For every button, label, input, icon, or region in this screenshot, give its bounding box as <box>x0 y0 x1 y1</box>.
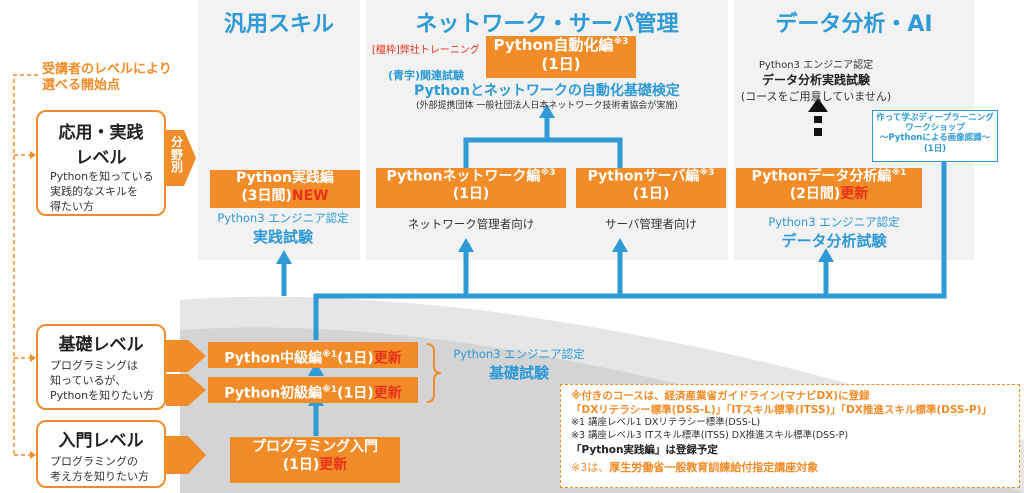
course-network-days: (1日) <box>452 186 490 203</box>
course-data[interactable]: Pythonデータ分析編※1 (2日間)更新 <box>736 168 922 208</box>
level-intro-desc-1: プログラミングの <box>50 455 138 468</box>
exam-basic: Python3 エンジニア認定 基礎試験 <box>444 346 594 383</box>
deep-learning-line2: ワークショップ <box>905 123 965 134</box>
caption-server: サーバ管理者向け <box>605 217 697 231</box>
exam-data-line2: データ分析試験 <box>781 232 887 250</box>
exam-ml-line3: (コースをご用意していません) <box>740 90 892 103</box>
course-practice[interactable]: Python実践編 (3日間)NEW <box>210 170 360 208</box>
course-intermediate-days: (1日) <box>337 350 374 367</box>
exam-ml-line1: Python3 エンジニア認定 <box>758 60 874 71</box>
course-data-days: (2日間) <box>789 186 841 203</box>
level-intro-desc: プログラミングの 考え方を知りたい方 <box>50 455 164 485</box>
automation-tag-2: (青字)関連試験 <box>388 69 465 82</box>
updated-badge: 更新 <box>373 350 402 367</box>
deep-learning-line4: (1日) <box>923 143 947 154</box>
deep-learning-workshop[interactable]: 作って学ぶディープラーニング ワークショップ ～Pythonによる画像認識～ (… <box>872 110 998 162</box>
exam-practice: Python3 エンジニア認定 実践試験 <box>198 210 368 247</box>
course-server-days: (1日) <box>632 186 670 203</box>
course-data-name: Pythonデータ分析編 <box>751 168 892 185</box>
column-title-data: データ分析・AI <box>775 12 933 37</box>
course-practice-name: Python実践編 <box>236 170 334 186</box>
course-automation[interactable]: Python自動化編※3 (1日) <box>486 36 636 78</box>
course-automation-days: (1日) <box>541 54 581 73</box>
start-point-label: 受講者のレベルにより 選べる開始点 <box>42 62 172 95</box>
course-network-name: Pythonネットワーク編 <box>386 168 541 185</box>
exam-basic-line1: Python3 エンジニア認定 <box>453 347 585 361</box>
level-basic-desc-3: Pythonを知りたい方 <box>50 388 155 402</box>
column-title-network: ネットワーク・サーバ管理 <box>415 12 679 37</box>
updated-badge: 更新 <box>840 186 869 203</box>
level-advanced-title-2: レベル <box>75 148 127 168</box>
level-intro-desc-2: 考え方を知りたい方 <box>50 469 149 483</box>
note-line6: ※3は、厚生労働省一般教育訓練給付指定講座対象 <box>571 461 1009 476</box>
start-label-line2: 選べる開始点 <box>42 78 121 94</box>
course-intermediate-name: Python中級編 <box>224 350 323 367</box>
course-server-name: Pythonサーバ編 <box>587 168 700 185</box>
course-beginner-name: Python初級編 <box>224 385 323 402</box>
course-intermediate-sup: ※1 <box>322 350 338 360</box>
course-automation-name: Python自動化編 <box>493 36 614 54</box>
deep-learning-line3: ～Pythonによる画像認識～ <box>879 133 991 144</box>
exam-data-line1: Python3 エンジニア認定 <box>768 215 900 229</box>
note-line1: ※付きのコースは、経済産業省ガイドライン(マナビDX)に登録 <box>571 390 870 402</box>
note-line6-highlight: 厚生労働省一般教育訓練給付指定講座対象 <box>609 461 819 475</box>
exam-practice-line1: Python3 エンジニア認定 <box>217 211 349 225</box>
course-server[interactable]: Pythonサーバ編※3 (1日) <box>576 168 726 208</box>
level-basic-desc: プログラミングは 知っているが、 Pythonを知りたい方 <box>50 359 164 404</box>
level-advanced: 応用・実践 レベル Pythonを知っている 実践的なスキルを 得たい方 <box>36 110 166 216</box>
level-connector-dashed <box>13 74 38 459</box>
course-network-sup: ※3 <box>540 168 556 178</box>
updated-badge: 更新 <box>319 456 348 473</box>
course-intermediate[interactable]: Python中級編※1(1日)更新 <box>208 342 418 368</box>
field-tag: 分野別 <box>170 135 183 175</box>
level-basic: 基礎レベル プログラミングは 知っているが、 Pythonを知りたい方 <box>36 324 166 410</box>
course-practice-days: (3日間) <box>241 187 292 204</box>
course-data-sup: ※1 <box>891 168 907 178</box>
note-line5: 「Python実践編」は登録予定 <box>571 443 718 456</box>
note-line3: ※1 講座レベル1 DXリテラシー標準(DSS-L) <box>571 417 761 429</box>
course-beginner[interactable]: Python初級編※1(1日)更新 <box>208 377 418 403</box>
note-line4: ※3 講座レベル3 ITスキル標準(ITSS) DX推進スキル標準(DSS-P) <box>571 430 849 442</box>
deep-learning-line1: 作って学ぶディープラーニング <box>876 113 994 123</box>
level-arrows <box>166 130 206 474</box>
exam-basic-line2: 基礎試験 <box>488 364 549 382</box>
updated-badge: 更新 <box>373 385 402 402</box>
level-advanced-desc-1: Pythonを知っている <box>50 170 154 183</box>
automation-cert: Pythonとネットワークの自動化基礎検定 <box>414 83 680 99</box>
level-advanced-desc-3: 得たい方 <box>50 199 94 213</box>
course-beginner-sup: ※1 <box>322 385 338 395</box>
level-advanced-desc-2: 実践的なスキルを <box>50 184 138 198</box>
column-title-general: 汎用スキル <box>223 12 334 37</box>
level-basic-desc-1: プログラミングは <box>50 359 138 372</box>
course-programming-intro-name: プログラミング入門 <box>252 439 378 455</box>
level-advanced-title-1: 応用・実践 <box>58 123 144 143</box>
course-programming-intro-days: (1日) <box>282 456 320 473</box>
level-advanced-desc: Pythonを知っている 実践的なスキルを 得たい方 <box>50 170 164 215</box>
course-server-sup: ※3 <box>699 168 715 178</box>
course-network[interactable]: Pythonネットワーク編※3 (1日) <box>376 168 566 208</box>
level-intro-title: 入門レベル <box>58 431 144 451</box>
exam-practice-line2: 実践試験 <box>252 228 313 246</box>
level-basic-title: 基礎レベル <box>58 335 144 355</box>
start-label-line1: 受講者のレベルにより <box>42 62 172 77</box>
exam-ml: Python3 エンジニア認定 データ分析実践試験 (コースをご用意していません… <box>736 56 896 104</box>
brace-icon <box>426 343 442 403</box>
automation-tag-1: [檀枠]弊社トレーニング <box>372 45 480 56</box>
exam-ml-line2: データ分析実践試験 <box>761 73 870 87</box>
new-badge: NEW <box>291 187 329 204</box>
automation-cert-note: (外部提携団体 一般社団法人日本ネットワーク技術者協会が実施) <box>416 101 678 111</box>
note-line6-prefix: ※3は、 <box>571 461 610 475</box>
exam-data: Python3 エンジニア認定 データ分析試験 <box>734 214 934 251</box>
note-line2: 「DXリテラシー標準(DSS-L)」「ITスキル標準(ITSS)」「DX推進スキ… <box>571 404 992 417</box>
level-basic-desc-2: 知っているが、 <box>50 373 127 387</box>
level-intro: 入門レベル プログラミングの 考え方を知りたい方 <box>36 420 166 488</box>
course-programming-intro[interactable]: プログラミング入門 (1日)更新 <box>230 437 400 483</box>
course-automation-sup: ※3 <box>613 37 629 47</box>
footnote-box: ※付きのコースは、経済産業省ガイドライン(マナビDX)に登録 「DXリテラシー標… <box>560 384 1020 488</box>
panel-general <box>198 0 360 260</box>
course-beginner-days: (1日) <box>337 385 374 402</box>
caption-network: ネットワーク管理者向け <box>407 217 535 231</box>
